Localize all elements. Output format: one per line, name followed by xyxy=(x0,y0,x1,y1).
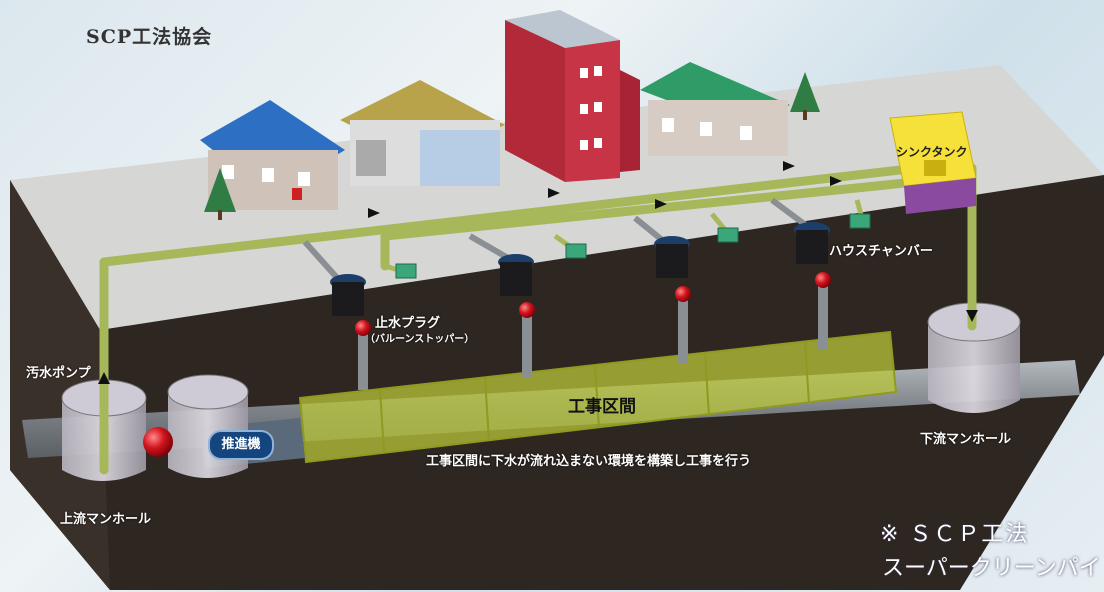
sink-tank xyxy=(889,111,977,214)
downstream-manhole-label: 下流マンホール xyxy=(920,432,1012,447)
middle-manhole xyxy=(167,374,249,478)
sewage-pump-label: 汚水ポンプ xyxy=(26,366,91,381)
house-blue xyxy=(200,100,345,210)
pusher-label: 推進機 xyxy=(208,430,274,460)
flow-arrows xyxy=(98,161,978,384)
house-olive xyxy=(340,80,505,186)
risers xyxy=(358,282,828,390)
stop-plug-label: 止水プラグ xyxy=(375,316,441,331)
house-chambers xyxy=(330,222,830,316)
stop-plug-sublabel: （バルーンストッパー） xyxy=(365,334,475,345)
house-chamber-label: ハウスチャンバー xyxy=(829,244,933,259)
work-section xyxy=(298,330,898,464)
note-line-2: スーパークリーンパイ xyxy=(882,556,1101,581)
work-section-label: 工事区間 xyxy=(568,397,636,417)
sink-tank-label: シンクタンク xyxy=(896,145,968,159)
organization-name: SCP工法協会 xyxy=(86,26,213,48)
house-green xyxy=(640,62,790,156)
trees xyxy=(204,72,820,220)
caption: 工事区間に下水が流れ込まない環境を構築し工事を行う xyxy=(426,454,752,469)
soil-side xyxy=(10,180,110,590)
upstream-plug-ball xyxy=(143,427,173,457)
stop-plugs xyxy=(355,272,831,336)
downstream-manhole xyxy=(927,302,1021,413)
building-red xyxy=(505,10,640,182)
note-line-1: ※ ＳＣＰ工法 xyxy=(880,522,1030,547)
upstream-manhole-label: 上流マンホール xyxy=(60,512,152,527)
ground-surface xyxy=(10,65,1104,330)
